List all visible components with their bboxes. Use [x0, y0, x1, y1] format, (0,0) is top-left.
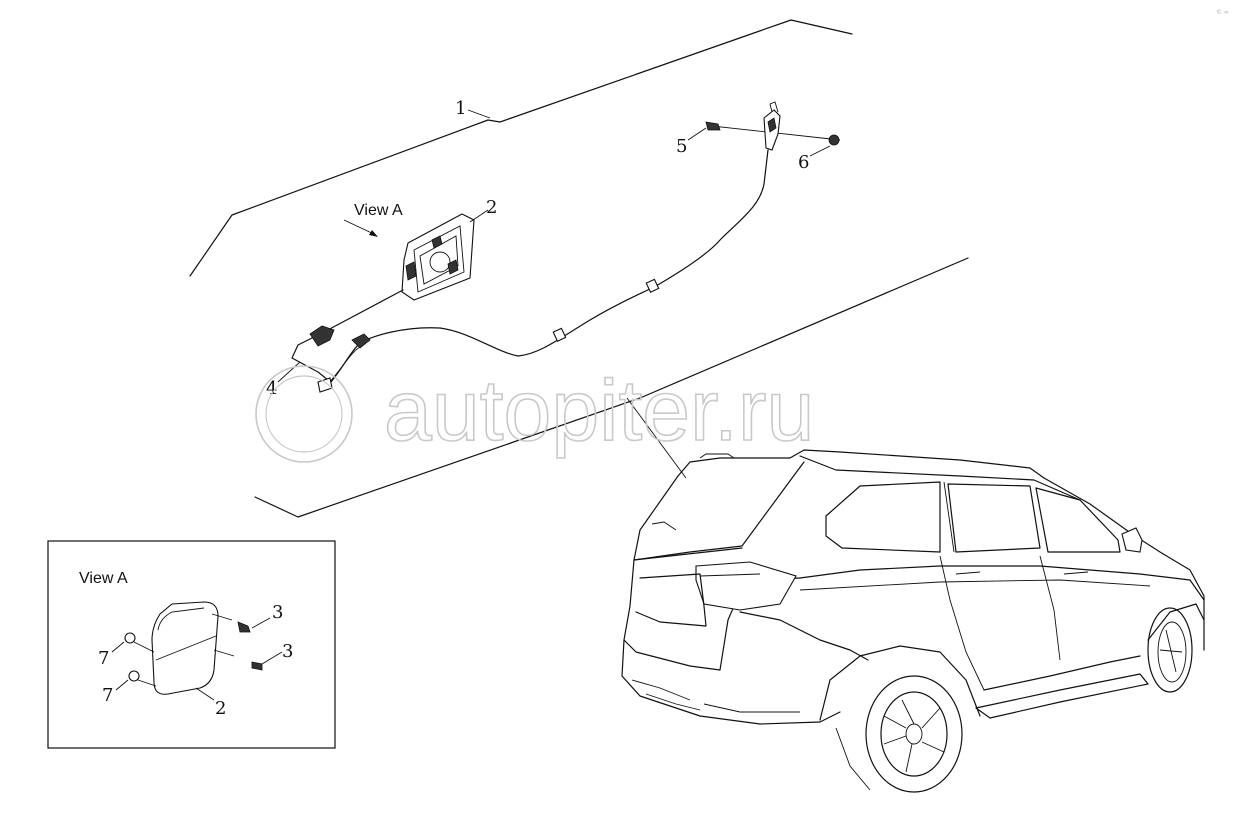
bolt-5: 5 [676, 121, 721, 157]
callout-3-upper-number: 3 [272, 602, 283, 623]
vehicle-view-leader [626, 397, 687, 479]
release-cable: 4 [266, 149, 769, 399]
bumper-7-upper: 7 [98, 632, 155, 669]
release-lever-assembly [711, 101, 841, 151]
view-a-label: View A [354, 202, 403, 219]
callout-2-number: 2 [486, 197, 497, 218]
callout-1-number: 1 [455, 98, 466, 119]
assembly-bracket-upper [189, 19, 853, 277]
bolt-3-lower: 3 [213, 641, 293, 671]
callout-6-number: 6 [798, 152, 809, 173]
callout-1: 1 [455, 98, 491, 119]
corner-mark: © ∞ [1216, 9, 1229, 16]
nut-6: 6 [798, 134, 840, 173]
inset-view-a-label: View A [79, 570, 128, 587]
callout-4-number: 4 [266, 378, 277, 399]
watermark: autopiter.ru [255, 362, 815, 463]
fuel-filler-housing: 2 [401, 197, 497, 301]
bolt-3-upper: 3 [211, 602, 283, 633]
view-a-pointer: View A [343, 202, 403, 237]
vehicle-illustration [621, 449, 1205, 793]
callout-7-upper-number: 7 [98, 648, 109, 669]
assembly-bracket-lower [254, 257, 969, 518]
callout-7-lower-number: 7 [102, 685, 113, 706]
view-a-inset: View A 3 3 7 7 [47, 540, 336, 749]
callout-2-inset-number: 2 [215, 698, 226, 719]
callout-5-number: 5 [676, 136, 687, 157]
bumper-7-lower: 7 [102, 670, 157, 706]
watermark-text: autopiter.ru [384, 363, 814, 459]
callout-3-lower-number: 3 [282, 641, 293, 662]
